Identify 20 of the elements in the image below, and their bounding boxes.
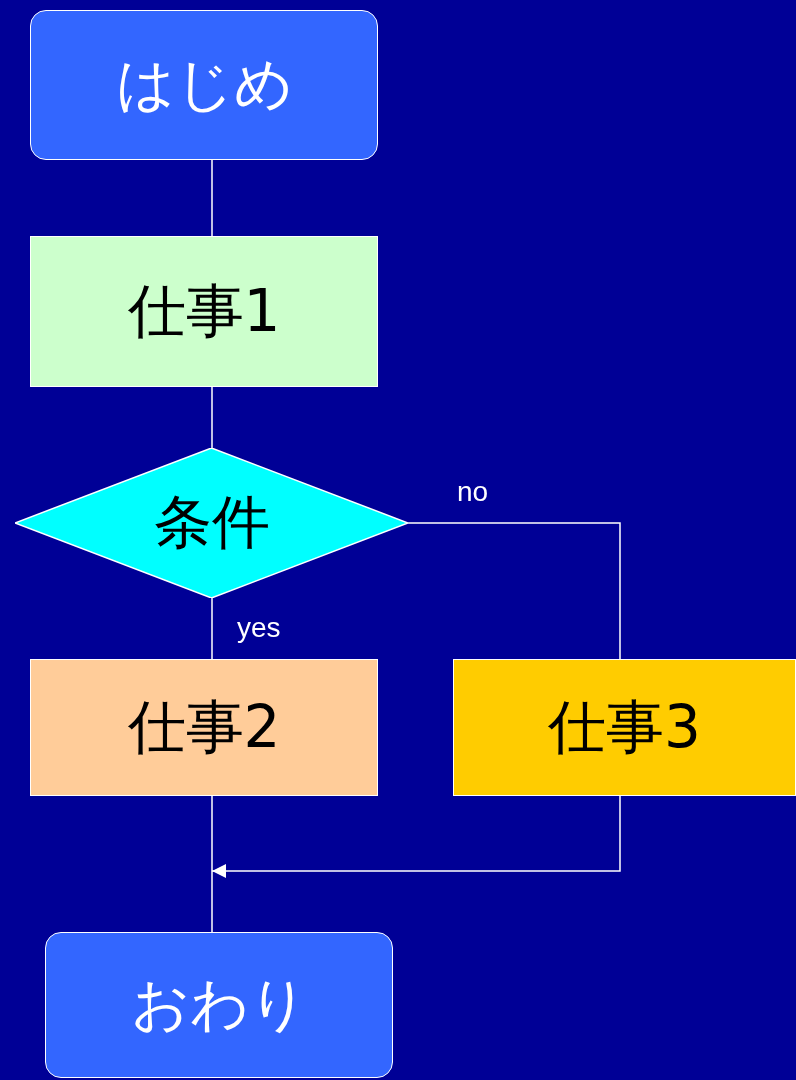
node-label: 仕事1 bbox=[127, 275, 281, 347]
process-box bbox=[453, 659, 796, 796]
edge-label: no bbox=[457, 476, 489, 508]
connector bbox=[407, 522, 621, 660]
edge-label: yes bbox=[237, 612, 281, 644]
node-label: 条件 bbox=[153, 487, 270, 558]
connector bbox=[211, 597, 213, 660]
connector bbox=[211, 795, 213, 933]
connector bbox=[211, 386, 213, 449]
end-box bbox=[45, 932, 393, 1078]
node-label: おわり bbox=[130, 969, 308, 1040]
process-box bbox=[30, 659, 378, 796]
connector bbox=[211, 795, 621, 878]
decision-diamond bbox=[15, 448, 408, 598]
node-label: 仕事2 bbox=[127, 691, 281, 763]
node-label: 仕事3 bbox=[548, 691, 701, 763]
process-box bbox=[30, 236, 378, 387]
start-box bbox=[30, 10, 378, 160]
node-label: はじめ bbox=[115, 49, 293, 120]
connector bbox=[211, 159, 213, 237]
